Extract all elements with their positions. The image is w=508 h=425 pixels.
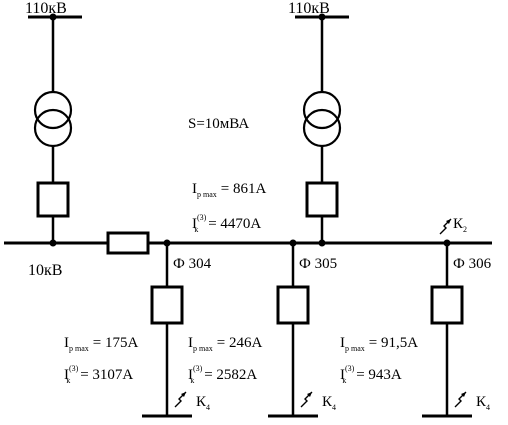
feeder-f306-ik: I(3)к= 943А xyxy=(340,364,402,385)
transformer-left-icon xyxy=(33,90,73,148)
feeder-f304-ipmax: Ip max= 175А xyxy=(64,335,138,353)
bus-node-right xyxy=(318,239,326,247)
source-left-label: 110кВ xyxy=(25,0,67,17)
bus-ik-label: I(3)к= 4470А xyxy=(192,213,261,234)
bus-ipmax-label: Ip max= 861А xyxy=(192,181,266,199)
fault-k2-label: К2 xyxy=(453,216,467,234)
sectional-breaker-icon xyxy=(106,231,150,255)
feeder-f305-name: Ф 305 xyxy=(299,256,337,272)
bus-voltage-label: 10кВ xyxy=(28,262,62,279)
fault-k4-f305-label: К4 xyxy=(322,394,336,412)
feeder-f304-ik: I(3)к= 3107А xyxy=(64,364,133,385)
fault-k4-f306-label: К4 xyxy=(476,394,490,412)
feeder-f305-ipmax: Ip max= 246А xyxy=(188,335,262,353)
fault-k4-f306-icon xyxy=(454,391,467,408)
feeder-f305: Ф 305 Ip max= 246А I(3)к= 2582А К4 xyxy=(188,243,337,418)
breaker-right-icon xyxy=(305,181,339,218)
feeder-f304: Ф 304 Ip max= 175А I(3)к= 3107А К4 xyxy=(64,243,212,418)
breaker-left-icon xyxy=(36,181,70,218)
feeder-f304-breaker-icon xyxy=(150,285,184,325)
fault-k4-f304-label: К4 xyxy=(196,394,210,412)
feeder-f306: Ф 306 Ip max= 91,5А I(3)к= 943А К4 xyxy=(340,243,492,418)
source-right: 110кВ xyxy=(288,0,349,21)
bus-node-left xyxy=(49,239,57,247)
source-right-label: 110кВ xyxy=(288,0,330,17)
fault-k4-f304-icon xyxy=(174,391,187,408)
feeder-f306-breaker-icon xyxy=(430,285,464,325)
feeder-f305-ik: I(3)к= 2582А xyxy=(188,364,257,385)
feeder-f305-breaker-icon xyxy=(276,285,310,325)
feeder-f306-ipmax: Ip max= 91,5А xyxy=(340,335,418,353)
feeder-f304-name: Ф 304 xyxy=(173,256,212,272)
transformer-right-icon xyxy=(302,90,342,148)
source-left: 110кВ xyxy=(25,0,82,21)
fault-k2-icon xyxy=(439,218,452,235)
transformer-rating: S=10мВА xyxy=(188,116,249,132)
fault-k4-f305-icon xyxy=(300,391,313,408)
feeder-f306-name: Ф 306 xyxy=(453,256,492,272)
